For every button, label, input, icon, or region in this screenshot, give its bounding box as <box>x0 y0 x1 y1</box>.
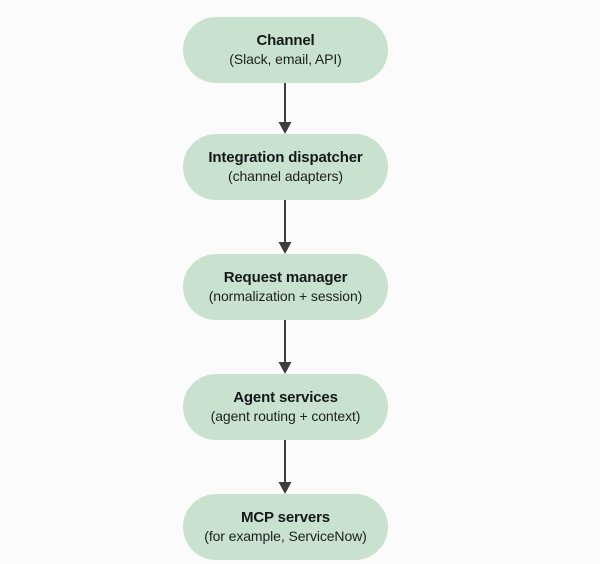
flow-connector-request-manager-to-agent-services <box>183 320 388 374</box>
arrow-down-icon <box>278 320 292 374</box>
flow-node-subtitle: (channel adapters) <box>228 168 343 184</box>
flowchart-node-column: Channel (Slack, email, API) Integration … <box>183 17 388 560</box>
flow-node-agent-services[interactable]: Agent services (agent routing + context) <box>183 374 388 440</box>
flow-node-title: Agent services <box>233 389 338 406</box>
flow-node-mcp-servers[interactable]: MCP servers (for example, ServiceNow) <box>183 494 388 560</box>
flow-node-subtitle: (agent routing + context) <box>210 408 361 424</box>
flow-node-subtitle: (normalization + session) <box>208 288 363 304</box>
flow-connector-channel-to-integration-dispatcher <box>183 83 388 134</box>
flow-node-subtitle: (for example, ServiceNow) <box>204 528 367 544</box>
flow-node-title: Request manager <box>223 269 348 286</box>
flow-node-title: Channel <box>256 32 315 49</box>
flow-connector-agent-services-to-mcp-servers <box>183 440 388 494</box>
arrow-down-icon <box>278 200 292 254</box>
arrow-down-icon <box>278 440 292 494</box>
flow-node-channel[interactable]: Channel (Slack, email, API) <box>183 17 388 83</box>
arrow-down-icon <box>278 83 292 134</box>
flow-node-title: Integration dispatcher <box>208 149 363 166</box>
flow-node-integration-dispatcher[interactable]: Integration dispatcher (channel adapters… <box>183 134 388 200</box>
flow-node-title: MCP servers <box>241 509 330 526</box>
flow-node-subtitle: (Slack, email, API) <box>229 51 342 67</box>
flow-node-request-manager[interactable]: Request manager (normalization + session… <box>183 254 388 320</box>
flow-connector-integration-dispatcher-to-request-manager <box>183 200 388 254</box>
